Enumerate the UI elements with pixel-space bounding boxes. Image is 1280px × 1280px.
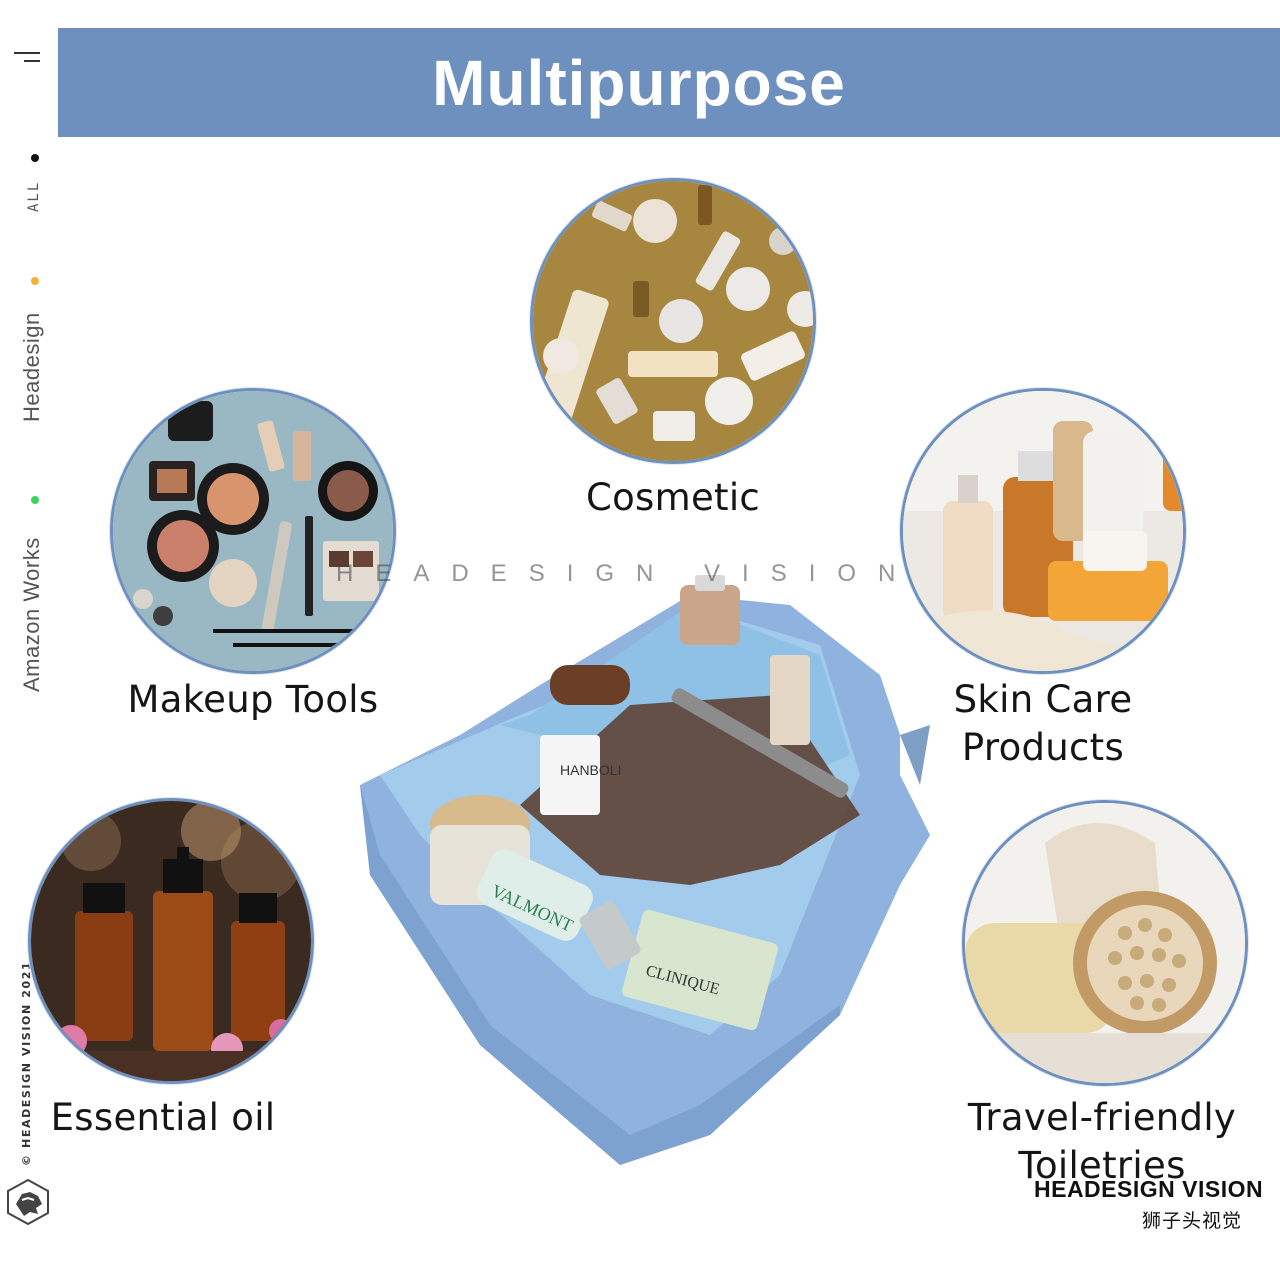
category-essential-oil[interactable]: Essential oil (28, 798, 318, 1148)
category-travel-toiletries[interactable]: Travel-friendly Toiletries (962, 800, 1262, 1190)
category-label-skin-care-line2: Products (961, 726, 1125, 769)
lion-logo-icon (7, 1178, 49, 1226)
brand-name-cn: 狮子头视觉 (1142, 1210, 1243, 1232)
skin-care-bottles-photo-icon (900, 388, 1186, 674)
essential-oil-bottles-photo-icon (28, 798, 314, 1084)
category-cosmetic[interactable]: Cosmetic (530, 178, 820, 528)
rail-item-all[interactable]: ALL (0, 150, 58, 220)
cosmetic-bag-product-image: HANBOLI VALMONT CLINIQUE (360, 575, 930, 1165)
category-label-travel-line1: Travel-friendly (967, 1096, 1237, 1139)
category-label-essential-oil: Essential oil (50, 1096, 276, 1139)
rail-item-amazon-works[interactable]: Amazon Works (0, 494, 58, 694)
category-label-skin-care-line1: Skin Care (953, 678, 1133, 721)
rail-item-headesign[interactable]: Headesign (0, 276, 58, 426)
rail-dot-headesign (31, 277, 39, 285)
cosmetic-bottles-photo-icon (530, 178, 816, 464)
brand-name-en: HEADESIGN VISION (1034, 1176, 1264, 1202)
page-title: Multipurpose (432, 46, 846, 119)
category-makeup-tools[interactable]: Makeup Tools (110, 388, 400, 728)
category-skin-care[interactable]: Skin Care Products (900, 388, 1190, 778)
bath-sponge-brush-photo-icon (962, 800, 1248, 1086)
rail-label-amazon-works: Amazon Works (19, 537, 44, 692)
product-label-hanboli: HANBOLI (560, 762, 621, 778)
rail-dot-all (31, 154, 39, 162)
watermark-text: HEADESIGN VISION (336, 560, 918, 587)
left-rail: ALL Headesign Amazon Works © HEADESIGN V… (0, 0, 58, 1280)
category-label-travel-line2: Toiletries (1018, 1144, 1186, 1187)
menu-icon[interactable] (8, 46, 44, 70)
makeup-palette-photo-icon (110, 388, 396, 674)
rail-dot-amazon-works (31, 496, 39, 504)
category-label-cosmetic: Cosmetic (585, 476, 761, 519)
category-label-makeup-tools: Makeup Tools (127, 678, 379, 721)
header-banner: Multipurpose (58, 28, 1280, 137)
rail-label-headesign: Headesign (19, 312, 44, 422)
rail-label-all: ALL (26, 180, 42, 212)
